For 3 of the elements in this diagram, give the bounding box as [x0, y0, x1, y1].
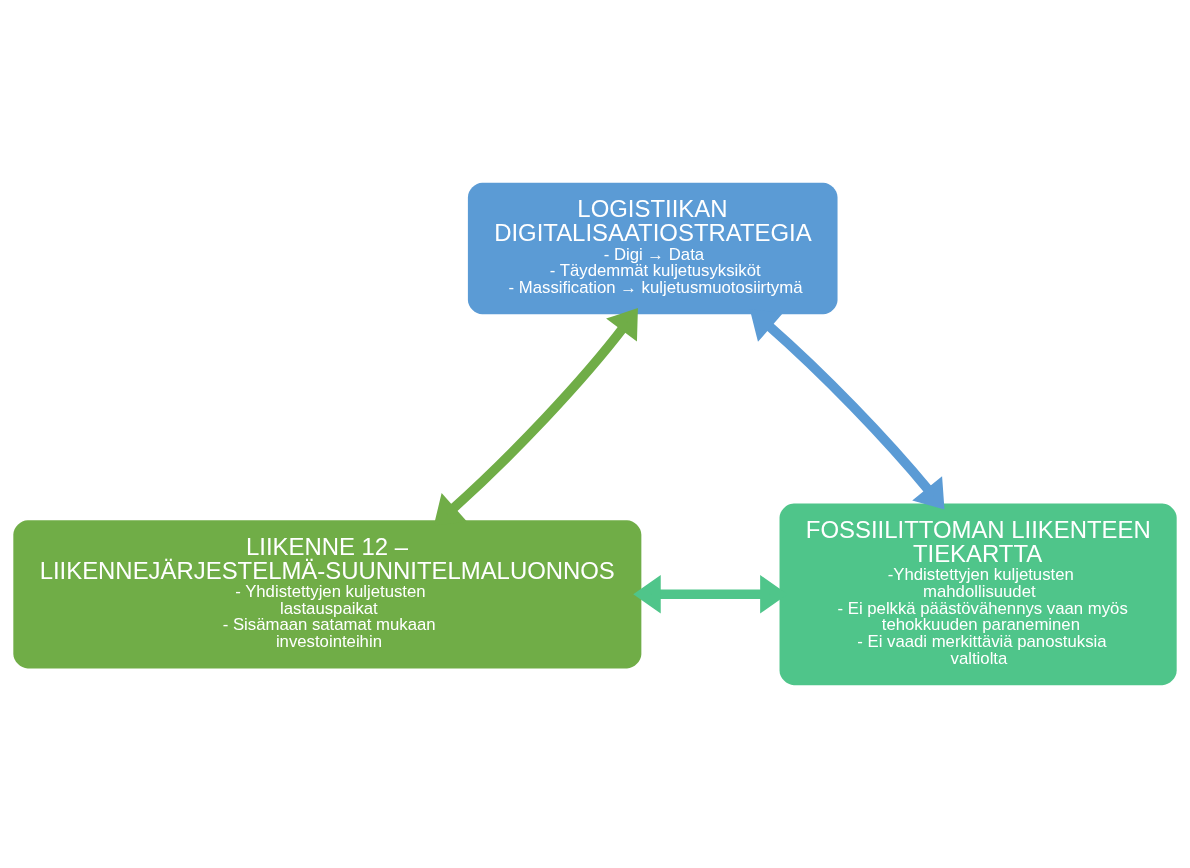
- node-box: LIIKENNE 12 – LIIKENNEJÄRJESTELMÄ-SUUNNITELMALUONNOS - Yhdistettyjen kuljetusten lastauspaikat - Sisämaan satamat mukaan investointeihin: [13, 520, 642, 669]
- node-box: LOGISTIIKAN DIGITALISAATIOSTRATEGIA - Digi → Data - Täydemmät kuljetusyksiköt - Massification → kuljetusmuotosiirtymä: [467, 182, 838, 315]
- node-box: FOSSIILITTOMAN LIIKENTEEN TIEKARTTA -Yhdistettyjen kuljetusten mahdollisuudet - Ei pelkkä päästövähennys vaan myös tehokkuuden paraneminen - Ei vaadi merkittäviä panostuksia valtiolta: [779, 503, 1177, 686]
